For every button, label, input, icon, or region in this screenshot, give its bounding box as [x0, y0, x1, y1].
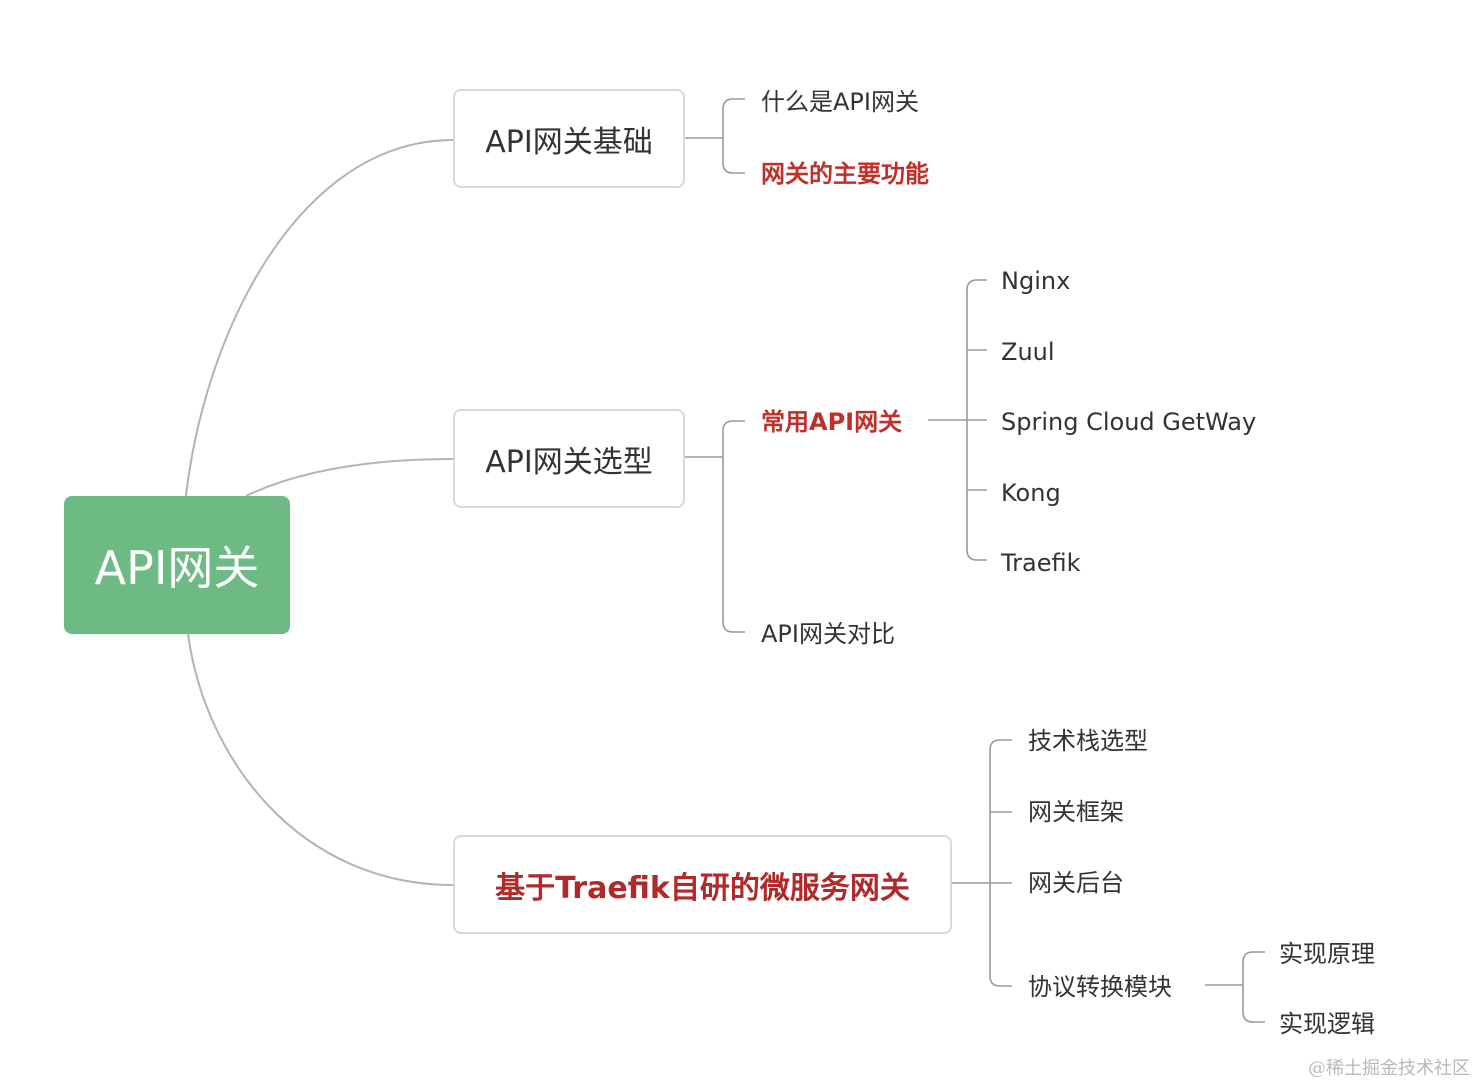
connector-root-to-selection	[245, 458, 454, 497]
leaf-kong[interactable]: Kong	[1001, 479, 1061, 507]
leaf-spring-cloud-getway[interactable]: Spring Cloud GetWay	[1001, 408, 1257, 436]
leaf-gateway-main-functions[interactable]: 网关的主要功能	[761, 160, 929, 188]
leaf-nginx[interactable]: Nginx	[1001, 267, 1071, 295]
branch-node-basics[interactable]: API网关基础	[453, 89, 685, 188]
leaf-gateway-backend[interactable]: 网关后台	[1028, 869, 1124, 897]
bracket-selection	[685, 420, 745, 633]
leaf-protocol-conversion-module[interactable]: 协议转换模块	[1028, 973, 1172, 1001]
bracket-traefik	[952, 739, 1012, 987]
leaf-api-gateway-comparison[interactable]: API网关对比	[761, 620, 895, 648]
leaf-gateway-framework[interactable]: 网关框架	[1028, 798, 1124, 826]
watermark: @稀土掘金技术社区	[1308, 1058, 1470, 1079]
bracket-protocol	[1205, 951, 1265, 1023]
leaf-tech-stack-selection[interactable]: 技术栈选型	[1028, 727, 1148, 755]
root-node[interactable]: API网关	[64, 496, 290, 634]
leaf-common-api-gateways[interactable]: 常用API网关	[761, 408, 903, 436]
leaf-implementation-principle[interactable]: 实现原理	[1279, 940, 1375, 968]
branch-node-traefik[interactable]: 基于Traefik自研的微服务网关	[453, 835, 952, 934]
connector-root-to-basics	[185, 139, 454, 497]
connector-root-to-traefik	[187, 633, 454, 886]
leaf-traefik[interactable]: Traefik	[1001, 549, 1081, 577]
bracket-common-gateways	[928, 279, 987, 561]
leaf-what-is-api-gateway[interactable]: 什么是API网关	[761, 88, 919, 116]
branch-node-selection[interactable]: API网关选型	[453, 409, 685, 508]
leaf-implementation-logic[interactable]: 实现逻辑	[1279, 1010, 1375, 1038]
leaf-zuul[interactable]: Zuul	[1001, 338, 1055, 366]
bracket-basics	[685, 98, 745, 174]
